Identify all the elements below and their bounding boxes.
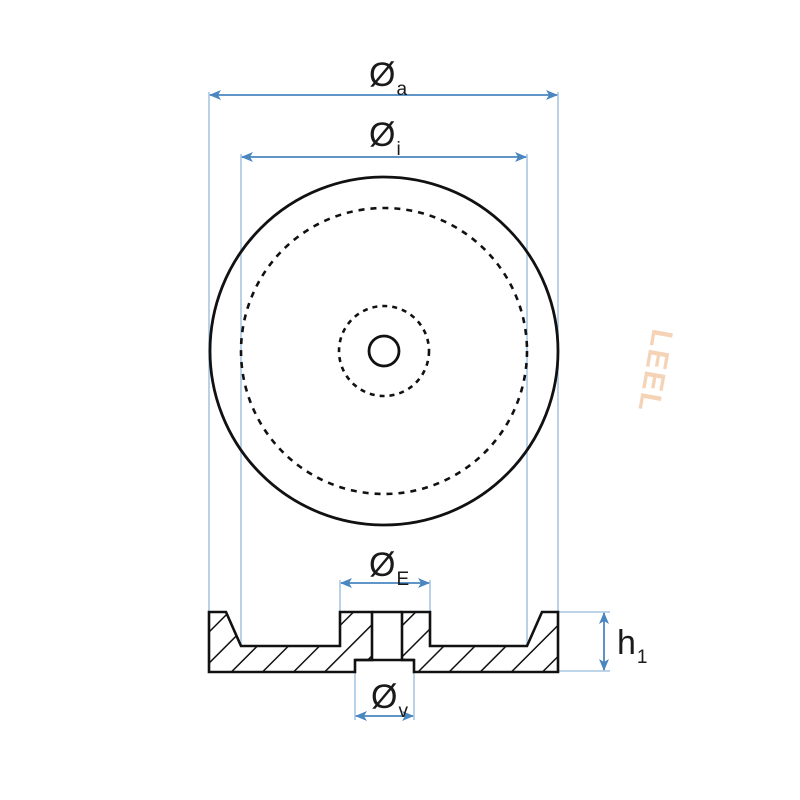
subscript: a [396,79,408,100]
subscript: E [396,569,410,590]
diameter-symbol: Ø [371,678,398,716]
section-view [207,610,560,674]
diameter-symbol: Ø [369,56,396,94]
outer-diameter-label: Øa [369,56,407,99]
boss-dashed-circle [337,304,431,398]
section-left-half [207,610,374,674]
subscript: i [396,139,401,160]
counterbore-diameter-label: Øv [371,678,408,721]
subscript: v [398,701,408,722]
height-symbol: h [617,624,636,662]
diameter-symbol: Ø [369,116,396,154]
top-view [208,175,560,527]
inner-diameter-label: Øi [369,116,401,159]
outer-edge-circle [208,175,560,527]
boss-diameter-label: ØE [369,546,409,589]
dimension-lines [209,90,609,721]
through-hole-circle [367,334,401,368]
subscript: 1 [636,647,648,668]
diameter-symbol: Ø [369,546,396,584]
section-right-half [400,610,560,674]
magnet-inner-dashed-circle [239,206,529,496]
height-label: h1 [617,624,648,667]
